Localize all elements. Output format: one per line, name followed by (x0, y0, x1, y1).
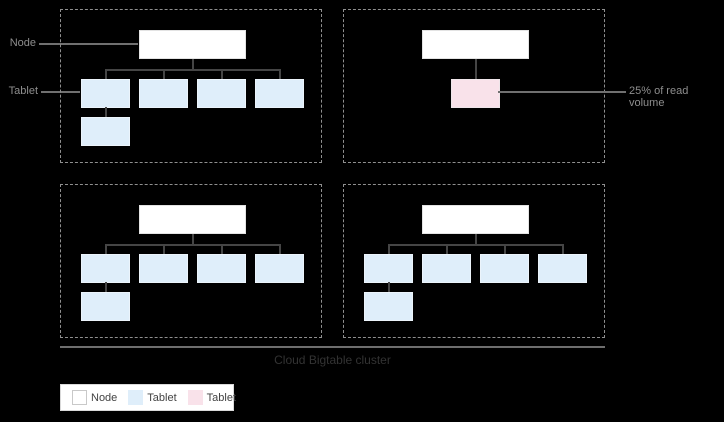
connector-line (192, 234, 194, 244)
node-region-2 (343, 9, 605, 163)
tablet-box (538, 254, 587, 283)
tablet-box (81, 79, 130, 108)
node-swatch (72, 390, 87, 405)
tablet-box (81, 254, 130, 283)
legend-item-tablet: Tablet (128, 390, 177, 405)
cluster-bracket-line (60, 346, 605, 348)
node-region-1 (60, 9, 322, 163)
tablet-swatch (128, 390, 144, 405)
hot-tablet-box (451, 79, 500, 108)
connector-line (279, 69, 281, 80)
tablet-annotation-label: Tablet (8, 85, 38, 97)
connector-line (163, 69, 165, 80)
node-leader-line (39, 43, 138, 45)
hot-tablet-swatch (187, 390, 203, 405)
node-box (422, 205, 529, 234)
tablet-box (197, 79, 246, 108)
connector-line (105, 244, 281, 246)
connector-line (192, 59, 194, 69)
tablet-box (480, 254, 529, 283)
tablet-box (364, 292, 413, 321)
connector-line (105, 69, 281, 71)
connector-line (446, 244, 448, 255)
node-box (139, 30, 246, 59)
legend-item-node: Node (72, 390, 117, 405)
legend-label: Tablet (206, 391, 237, 404)
read-volume-label: 25% of read volume (629, 85, 689, 109)
connector-line (105, 69, 107, 80)
connector-line (163, 244, 165, 255)
connector-line (388, 244, 390, 255)
node-box (422, 30, 529, 59)
tablet-box (81, 292, 130, 321)
tablet-box (255, 254, 304, 283)
tablet-box (422, 254, 471, 283)
connector-line (562, 244, 564, 255)
legend: Node Tablet Tablet (60, 384, 237, 411)
connector-line (105, 282, 107, 293)
connector-line (504, 244, 506, 255)
cluster-title: Cloud Bigtable cluster (274, 353, 391, 367)
legend-label: Node (91, 391, 118, 404)
tablet-box (364, 254, 413, 283)
tablet-box (81, 117, 130, 146)
connector-line (388, 282, 390, 293)
connector-line (221, 69, 223, 80)
connector-line (475, 59, 477, 79)
connector-line (388, 244, 564, 246)
connector-line (221, 244, 223, 255)
legend-item-hot-tablet: Tablet (187, 390, 237, 405)
tablet-box (255, 79, 304, 108)
tablet-box (197, 254, 246, 283)
connector-line (475, 234, 477, 244)
node-box (139, 205, 246, 234)
connector-line (105, 244, 107, 255)
tablet-box (139, 79, 188, 108)
connector-line (279, 244, 281, 255)
tablet-box (139, 254, 188, 283)
node-region-4 (343, 184, 605, 338)
connector-line (105, 107, 107, 118)
node-region-3 (60, 184, 322, 338)
legend-label: Tablet (147, 391, 177, 404)
read-volume-leader-line (498, 91, 626, 93)
node-annotation-label: Node (9, 37, 36, 49)
